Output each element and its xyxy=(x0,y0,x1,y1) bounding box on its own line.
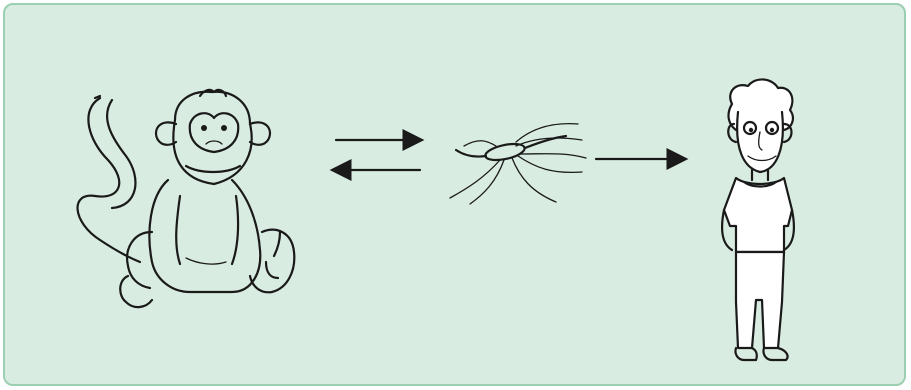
monkey-icon xyxy=(78,90,295,307)
mosquito-icon xyxy=(450,124,586,204)
human-icon xyxy=(722,79,794,360)
